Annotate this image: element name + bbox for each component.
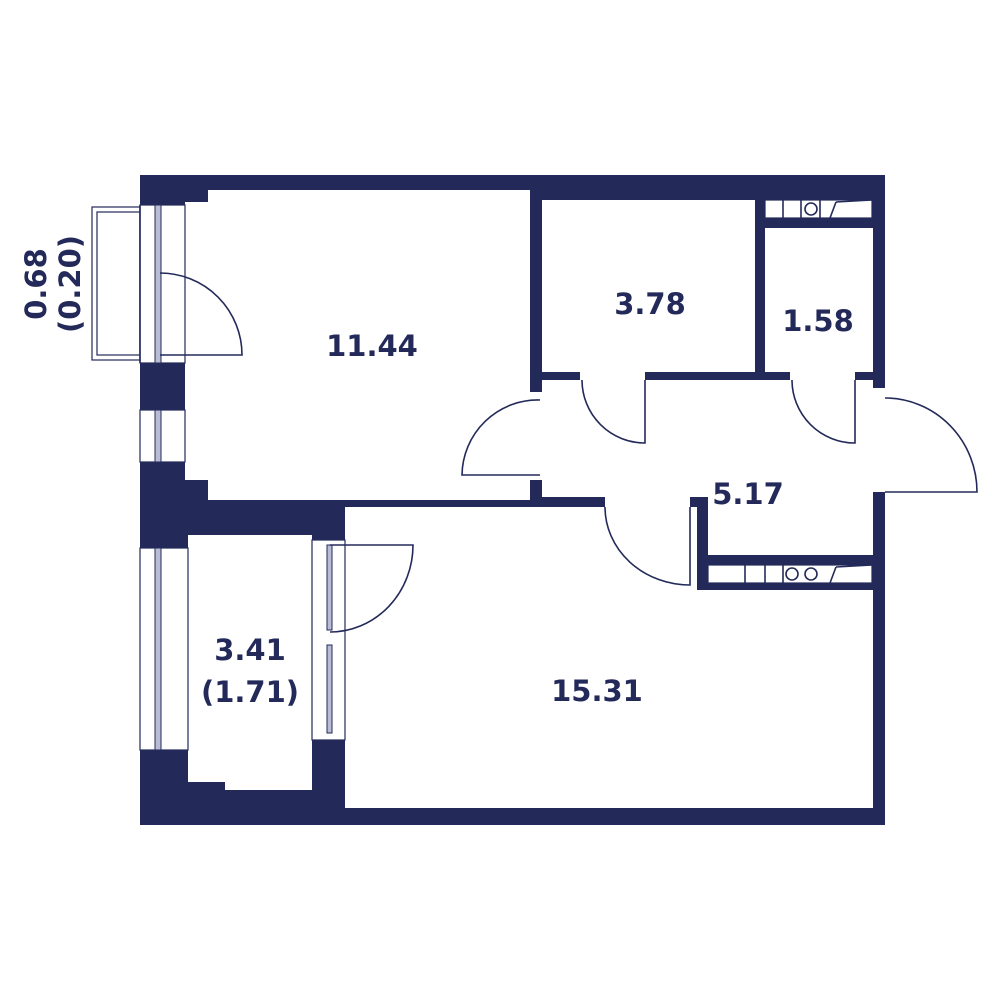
doorway-kitchen xyxy=(605,497,690,507)
area-label-loggia-reduced: (1.71) xyxy=(201,675,299,709)
vent-shaft-top xyxy=(764,199,873,219)
vent-shaft-bottom xyxy=(707,564,873,584)
window-loggia-right xyxy=(311,539,346,741)
area-label-balcony: 0.68 xyxy=(19,248,53,320)
room-bath xyxy=(765,228,873,372)
entrance-door[interactable] xyxy=(884,397,978,493)
hallway xyxy=(542,380,873,555)
window-main-1 xyxy=(139,204,186,364)
room-kitchen-living xyxy=(345,507,873,808)
window-main-2 xyxy=(139,409,186,463)
door-balcony[interactable] xyxy=(159,272,243,356)
area-label-hallway: 5.17 xyxy=(712,477,784,511)
door-storage[interactable] xyxy=(581,379,646,444)
doorway-bath xyxy=(790,372,855,380)
loggia xyxy=(188,535,312,790)
area-label-bath: 1.58 xyxy=(782,304,854,338)
room-storage xyxy=(542,200,755,372)
door-loggia[interactable] xyxy=(329,544,414,633)
window-loggia-left xyxy=(139,547,189,751)
entrance-doorway xyxy=(873,388,885,492)
door-kitchen[interactable] xyxy=(604,506,691,586)
door-main-room[interactable] xyxy=(461,399,541,476)
doorway-storage xyxy=(580,372,645,380)
area-label-balcony-reduced: (0.20) xyxy=(53,235,87,333)
doorway-main xyxy=(530,392,542,480)
balcony xyxy=(91,206,141,361)
area-label-loggia: 3.41 xyxy=(214,633,286,667)
area-label-storage: 3.78 xyxy=(614,287,686,321)
area-label-kitchen: 15.31 xyxy=(551,674,643,708)
door-bath[interactable] xyxy=(791,379,856,444)
area-label-main: 11.44 xyxy=(326,329,418,363)
room-main xyxy=(185,190,530,500)
